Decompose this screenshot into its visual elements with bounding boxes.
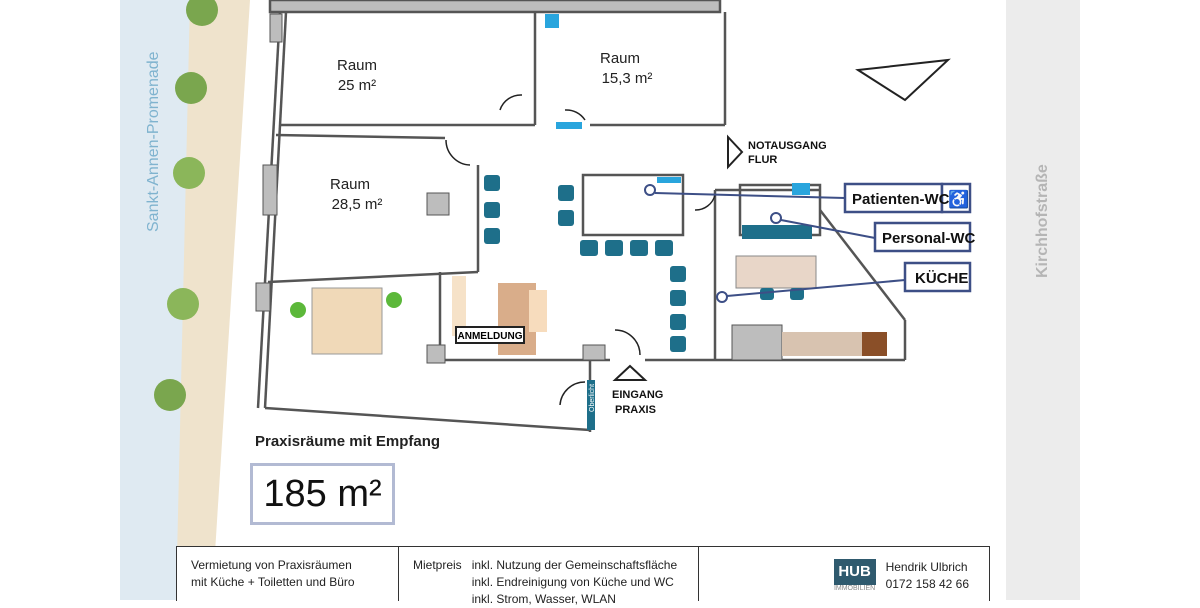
patient-wc-box	[843, 182, 944, 214]
footer-description: Vermietung von Praxisräumen mit Küche + …	[177, 547, 399, 601]
chairs	[484, 175, 804, 352]
office-chairs	[290, 292, 402, 318]
footer-contact: HUB IMMOBILIEN Hendrik Ulbrich 0172 158 …	[699, 547, 989, 601]
staff-wc-label: Personal-WC	[882, 230, 976, 247]
description-line: mit Küche + Toiletten und Büro	[191, 575, 355, 589]
logo-subtitle: IMMOBILIEN	[833, 585, 876, 592]
emergency-exit-icon	[727, 134, 744, 170]
street-right: Kirchhofstraße	[1034, 164, 1051, 278]
contact-phone[interactable]: 0172 158 42 66	[885, 577, 969, 591]
contact-name: Hendrik Ulbrich	[885, 560, 968, 574]
room-3-name: Raum	[330, 176, 370, 193]
emergency-exit-sublabel: FLUR	[748, 154, 777, 166]
room-1-area: 25 m²	[338, 77, 376, 94]
staff-wc-box	[873, 221, 972, 253]
room-3-area: 28,5 m²	[332, 196, 383, 213]
price-line: inkl. Nutzung der Gemeinschaftsfläche	[471, 558, 678, 572]
reception-label-box	[455, 326, 525, 344]
trees	[154, 0, 218, 411]
footer: Vermietung von Praxisräumen mit Küche + …	[176, 546, 990, 606]
skylight	[587, 380, 595, 430]
north-arrow-icon	[855, 58, 951, 102]
street-left: Sankt-Annen-Promenade	[145, 51, 162, 232]
sand-strip	[176, 0, 250, 600]
callout-lines	[644, 184, 906, 303]
price-line: inkl. Endreinigung von Küche und WC	[471, 575, 674, 589]
hub-logo: HUB IMMOBILIEN	[833, 559, 876, 601]
skylight-label: Oberlicht	[589, 384, 596, 412]
entrance-icon	[612, 364, 648, 381]
total-area: 185 m²	[250, 463, 395, 525]
patient-wc-label: Patienten-WC	[852, 191, 950, 208]
furniture	[311, 14, 887, 356]
entrance-sublabel: PRAXIS	[615, 404, 656, 416]
pillars	[255, 13, 783, 364]
page-title: Praxisräume mit Empfang	[255, 433, 441, 450]
street-strip	[1006, 0, 1080, 600]
price-label: Mietpreis	[413, 558, 462, 572]
entrance-label: EINGANG	[612, 389, 663, 401]
doors	[445, 94, 716, 406]
description-line: Vermietung von Praxisräumen	[191, 558, 352, 572]
footer-price: Mietpreis inkl. Nutzung der Gemeinschaft…	[399, 547, 699, 606]
kitchen-label: KÜCHE	[915, 270, 968, 287]
emergency-exit-label: NOTAUSGANG	[748, 140, 827, 152]
kitchen-box	[903, 261, 972, 293]
room-2-area: 15,3 m²	[602, 70, 653, 87]
walls	[256, 0, 907, 432]
room-1-name: Raum	[337, 57, 377, 74]
wheelchair-icon: ♿	[948, 189, 969, 209]
reception-label: ANMELDUNG	[458, 331, 523, 342]
logo-mark: HUB	[833, 559, 876, 585]
room-2-name: Raum	[600, 50, 640, 67]
accessible-box	[940, 182, 972, 214]
